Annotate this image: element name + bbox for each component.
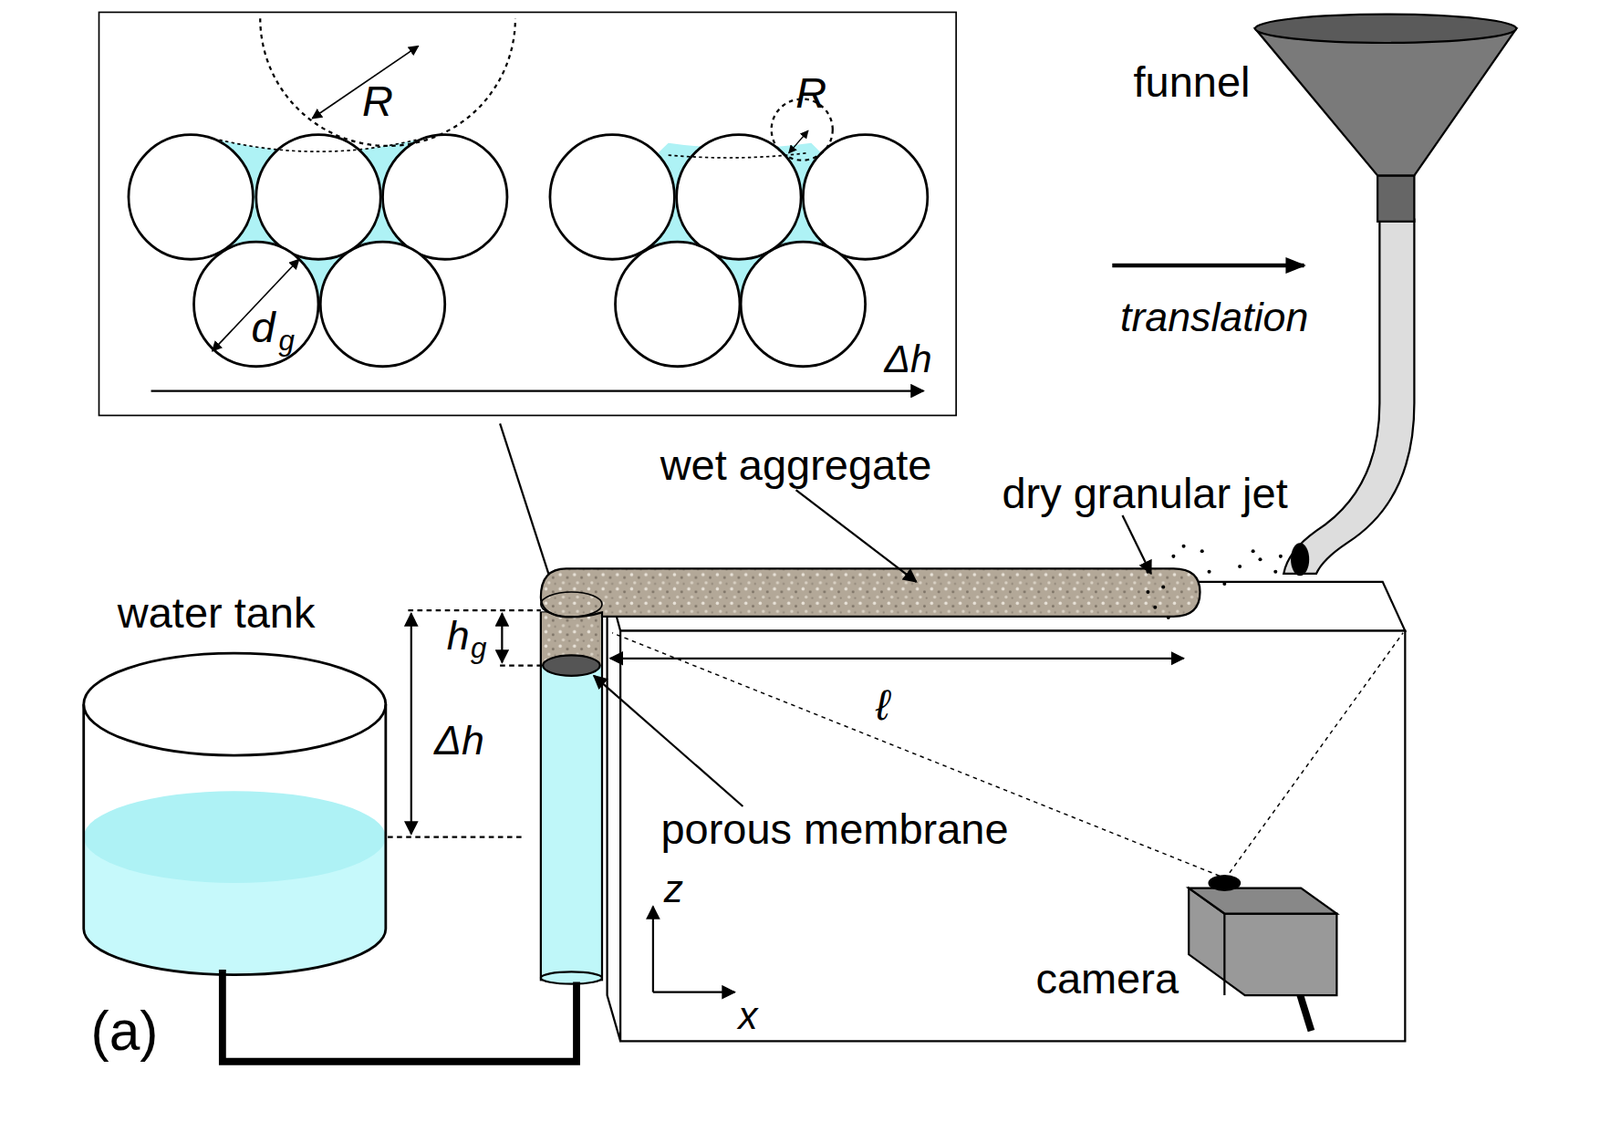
label: funnel xyxy=(1133,60,1251,104)
granular-jet xyxy=(1145,544,1282,620)
translation-arrow xyxy=(1111,263,1304,268)
support-block xyxy=(607,581,1406,1042)
inset-panel xyxy=(99,11,957,416)
label: dry granular jet xyxy=(1001,471,1288,515)
label: Δh xyxy=(434,719,485,761)
wet-aggregate xyxy=(540,568,1201,617)
label: porous membrane xyxy=(660,807,1008,851)
label: camera xyxy=(1035,955,1179,999)
label: g xyxy=(470,634,487,664)
label: d xyxy=(251,304,276,348)
label: (a) xyxy=(91,1003,159,1059)
pipe xyxy=(222,969,577,1062)
label: h xyxy=(446,613,470,655)
label: g xyxy=(279,326,295,355)
label: z xyxy=(664,870,684,910)
label: water tank xyxy=(117,591,316,634)
label: Δh xyxy=(883,340,932,380)
label: ℓ xyxy=(875,682,890,726)
label: translation xyxy=(1120,295,1309,337)
label: wet aggregate xyxy=(660,442,933,486)
water-column xyxy=(540,612,603,984)
label: R xyxy=(795,70,827,114)
water-tank xyxy=(83,653,386,975)
camera-symbol xyxy=(1188,874,1337,1031)
label: x xyxy=(737,997,758,1037)
funnel-symbol xyxy=(1255,14,1517,576)
leader-line xyxy=(499,423,557,597)
label: R xyxy=(362,78,394,122)
